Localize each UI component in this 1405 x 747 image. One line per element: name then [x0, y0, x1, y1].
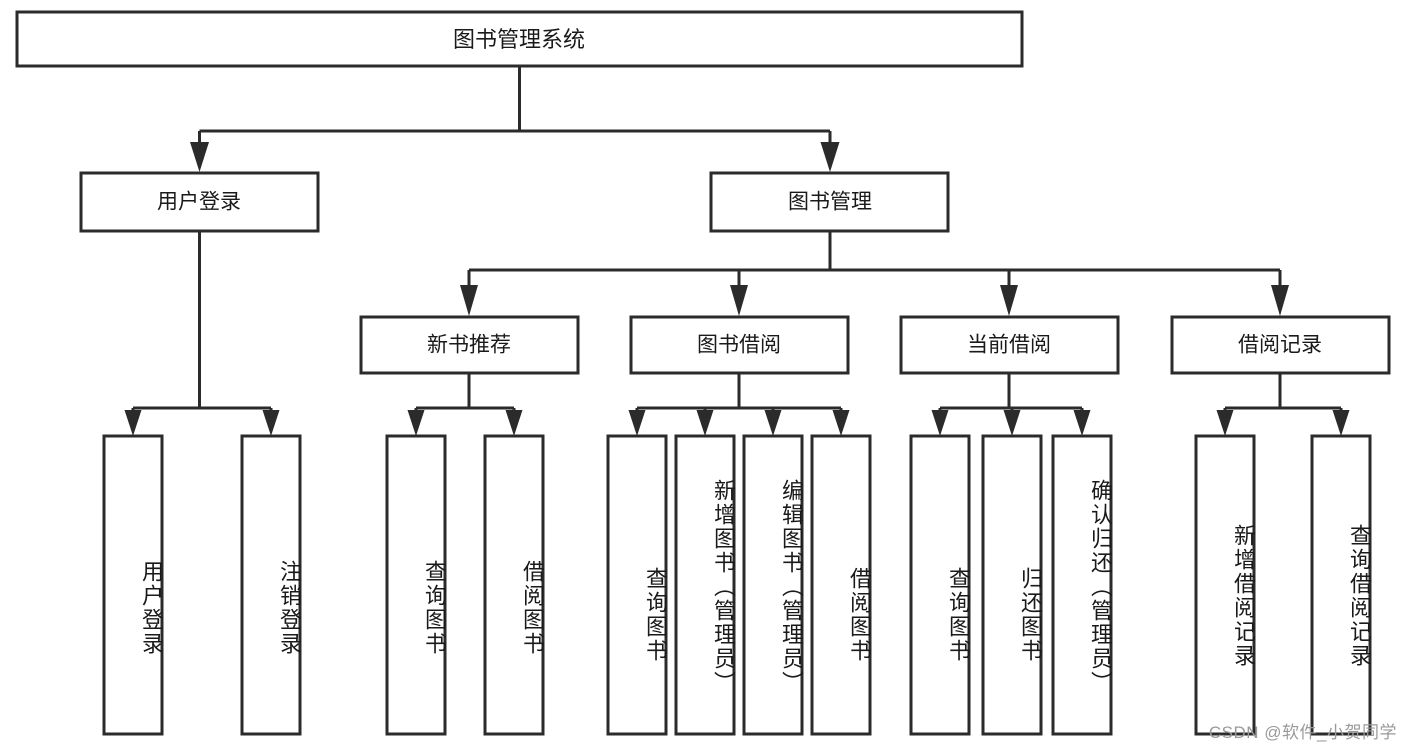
leaf-box-add-book[interactable]	[674, 434, 736, 736]
node-user-login-label: 用户登录	[157, 191, 241, 214]
connector-group-root-to-level2	[190, 66, 840, 172]
node-current-borrow[interactable]: 当前借阅	[899, 315, 1120, 375]
node-book-manage-box[interactable]	[709, 171, 950, 233]
node-borrow-record-box[interactable]	[1170, 315, 1391, 375]
node-root[interactable]: 图书管理系统	[15, 10, 1024, 68]
arrow-head-leaf-add-book	[696, 410, 714, 436]
arrow-head-leaf-add-record	[1216, 410, 1234, 436]
arrow-head-leaf-query-book-2	[628, 410, 646, 436]
arrow-head-leaf-query-record	[1332, 410, 1350, 436]
connector-group-book-borrow-children	[628, 373, 850, 436]
leaf-boxes	[102, 434, 1372, 736]
watermark: CSDN @软件_小贺同学	[1208, 723, 1397, 742]
arrow-head-leaf-borrow-book-2	[832, 410, 850, 436]
node-root-label: 图书管理系统	[453, 27, 585, 52]
leaf-box-add-record[interactable]	[1194, 434, 1256, 736]
connector-group-new-book-recommend-children	[407, 373, 523, 436]
arrow-head-leaf-user-logout	[262, 410, 280, 436]
node-borrow-record[interactable]: 借阅记录	[1170, 315, 1391, 375]
leaf-box-query-book-2[interactable]	[606, 434, 668, 736]
arrow-head-leaf-user-login	[124, 410, 142, 436]
node-book-borrow-box[interactable]	[629, 315, 850, 375]
arrow-head-leaf-query-book-1	[407, 410, 425, 436]
node-root-box[interactable]	[15, 10, 1024, 68]
leaf-box-borrow-book-1[interactable]	[483, 434, 545, 736]
node-user-login[interactable]: 用户登录	[79, 171, 320, 233]
leaf-box-query-record[interactable]	[1310, 434, 1372, 736]
leaf-box-query-book-1[interactable]	[385, 434, 447, 736]
connector-group-borrow-record-children	[1216, 373, 1350, 436]
node-current-borrow-box[interactable]	[899, 315, 1120, 375]
leaf-box-user-logout[interactable]	[240, 434, 302, 736]
leaf-box-return-book[interactable]	[981, 434, 1043, 736]
node-book-borrow[interactable]: 图书借阅	[629, 315, 850, 375]
connector-group-current-borrow-children	[931, 373, 1091, 436]
leaf-box-user-login[interactable]	[102, 434, 164, 736]
node-new-book-recommend[interactable]: 新书推荐	[359, 315, 580, 375]
node-book-manage-label: 图书管理	[788, 191, 872, 214]
node-new-book-recommend-box[interactable]	[359, 315, 580, 375]
arrow-head-leaf-return-book	[1003, 410, 1021, 436]
connector-group-book-manage-to-level3	[460, 231, 1289, 316]
arrow-head-leaf-query-book-3	[931, 410, 949, 436]
leaf-box-edit-book[interactable]	[742, 434, 804, 736]
node-borrow-record-label: 借阅记录	[1238, 334, 1322, 357]
arrow-head-user-login	[190, 142, 209, 172]
arrow-head-leaf-confirm-return	[1073, 410, 1091, 436]
arrow-head-new-book-recommend	[460, 285, 478, 316]
arrow-head-book-borrow	[730, 285, 748, 316]
node-new-book-recommend-label: 新书推荐	[427, 334, 511, 357]
arrow-head-leaf-borrow-book-1	[505, 410, 523, 436]
arrow-head-book-manage	[820, 142, 840, 172]
leaf-box-query-book-3[interactable]	[909, 434, 971, 736]
node-current-borrow-label: 当前借阅	[967, 334, 1051, 357]
connector-group-user-login-children	[124, 231, 280, 436]
leaf-box-confirm-return[interactable]	[1051, 434, 1113, 736]
node-user-login-box[interactable]	[79, 171, 320, 233]
node-book-manage[interactable]: 图书管理	[709, 171, 950, 233]
arrow-head-leaf-edit-book	[764, 410, 782, 436]
arrow-head-current-borrow	[1000, 285, 1018, 316]
node-book-borrow-label: 图书借阅	[697, 334, 781, 357]
leaf-box-borrow-book-2[interactable]	[810, 434, 872, 736]
arrow-head-borrow-record	[1271, 285, 1289, 316]
